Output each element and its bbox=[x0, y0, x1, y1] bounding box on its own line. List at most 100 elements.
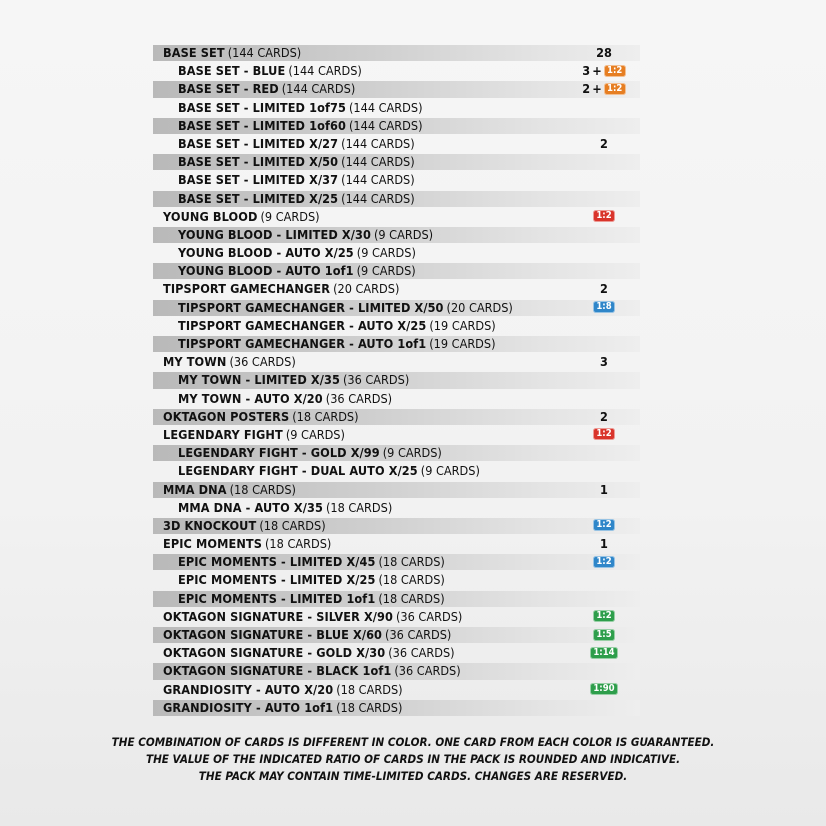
card-count: (18 CARDS) bbox=[265, 536, 332, 552]
row-value: 3 bbox=[574, 353, 634, 371]
row-label: BASE SET - RED(144 CARDS) bbox=[178, 80, 355, 98]
row-label: OKTAGON SIGNATURE - GOLD X/30(36 CARDS) bbox=[163, 644, 455, 662]
card-count: (36 CARDS) bbox=[385, 627, 452, 642]
set-name: LEGENDARY FIGHT bbox=[163, 426, 283, 442]
row-label: EPIC MOMENTS - LIMITED 1of1(18 CARDS) bbox=[178, 590, 445, 608]
set-name: BASE SET - BLUE bbox=[178, 63, 286, 79]
set-name: YOUNG BLOOD - LIMITED X/30 bbox=[178, 226, 371, 242]
card-count: (144 CARDS) bbox=[341, 135, 415, 151]
set-name: MMA DNA bbox=[163, 481, 227, 497]
table-row: OKTAGON SIGNATURE - BLUE X/60(36 CARDS)1… bbox=[153, 626, 640, 644]
ratio-badge: 1:2 bbox=[593, 210, 615, 223]
table-row: OKTAGON SIGNATURE - SILVER X/90(36 CARDS… bbox=[153, 608, 640, 626]
table-row: BASE SET - BLUE(144 CARDS) 3+1:2 bbox=[153, 62, 640, 80]
row-value: 3+1:2 bbox=[574, 62, 634, 80]
set-name: MY TOWN bbox=[163, 354, 227, 370]
set-name: GRANDIOSITY - AUTO X/20 bbox=[163, 681, 334, 697]
table-row: LEGENDARY FIGHT - DUAL AUTO X/25(9 CARDS… bbox=[153, 462, 640, 480]
footer-line-3: THE PACK MAY CONTAIN TIME-LIMITED CARDS.… bbox=[198, 769, 628, 783]
set-name: OKTAGON SIGNATURE - GOLD X/30 bbox=[163, 645, 386, 661]
card-count: (19 CARDS) bbox=[429, 317, 496, 333]
row-label: BASE SET - LIMITED X/25(144 CARDS) bbox=[178, 190, 415, 208]
row-label: YOUNG BLOOD - AUTO 1of1(9 CARDS) bbox=[178, 262, 416, 280]
ratio-badge: 1:2 bbox=[593, 428, 615, 441]
set-name: MY TOWN - AUTO X/20 bbox=[178, 390, 323, 406]
ratio-badge: 1:90 bbox=[590, 683, 618, 696]
ratio-badge: 1:2 bbox=[603, 64, 626, 77]
card-count: (9 CARDS) bbox=[260, 208, 320, 224]
set-name: BASE SET - LIMITED X/25 bbox=[178, 190, 339, 206]
set-name: BASE SET bbox=[163, 45, 225, 60]
set-name: BASE SET - LIMITED 1of75 bbox=[178, 99, 346, 115]
set-name: OKTAGON POSTERS bbox=[163, 408, 290, 424]
row-label: MMA DNA(18 CARDS) bbox=[163, 481, 296, 499]
row-label: LEGENDARY FIGHT - GOLD X/99(9 CARDS) bbox=[178, 444, 442, 462]
row-label: GRANDIOSITY - AUTO 1of1(18 CARDS) bbox=[163, 699, 402, 717]
row-label: TIPSPORT GAMECHANGER(20 CARDS) bbox=[163, 280, 399, 298]
cards-per-pack: 28 bbox=[596, 45, 612, 60]
table-row: YOUNG BLOOD - LIMITED X/30(9 CARDS) bbox=[153, 226, 640, 244]
table-row: BASE SET(144 CARDS)28 bbox=[153, 44, 640, 62]
table-row: TIPSPORT GAMECHANGER - AUTO X/25(19 CARD… bbox=[153, 317, 640, 335]
card-count: (36 CARDS) bbox=[388, 645, 455, 661]
set-name: YOUNG BLOOD bbox=[163, 208, 258, 224]
table-row: BASE SET - LIMITED X/27(144 CARDS)2 bbox=[153, 135, 640, 153]
card-count: (18 CARDS) bbox=[336, 699, 403, 715]
cards-per-pack: 2 bbox=[600, 281, 608, 297]
card-count: (19 CARDS) bbox=[429, 336, 496, 351]
table-row: BASE SET - LIMITED X/37(144 CARDS) bbox=[153, 171, 640, 189]
row-label: BASE SET - LIMITED X/37(144 CARDS) bbox=[178, 171, 415, 189]
row-label: YOUNG BLOOD - AUTO X/25(9 CARDS) bbox=[178, 244, 416, 262]
row-label: MY TOWN - AUTO X/20(36 CARDS) bbox=[178, 390, 392, 408]
cards-per-pack: 1 bbox=[600, 536, 608, 552]
card-count: (18 CARDS) bbox=[378, 554, 445, 570]
table-row: BASE SET - LIMITED 1of60(144 CARDS) bbox=[153, 117, 640, 135]
set-name: TIPSPORT GAMECHANGER bbox=[163, 281, 331, 297]
table-row: MMA DNA - AUTO X/35(18 CARDS) bbox=[153, 499, 640, 517]
card-count: (36 CARDS) bbox=[342, 372, 410, 388]
row-label: OKTAGON SIGNATURE - BLACK 1of1(36 CARDS) bbox=[163, 662, 461, 680]
card-count: (18 CARDS) bbox=[229, 481, 296, 497]
card-count: (144 CARDS) bbox=[348, 99, 423, 115]
row-value: 28 bbox=[574, 44, 634, 62]
row-label: OKTAGON POSTERS(18 CARDS) bbox=[163, 408, 359, 426]
table-row: BASE SET - LIMITED X/25(144 CARDS) bbox=[153, 190, 640, 208]
card-count: (144 CARDS) bbox=[288, 63, 362, 79]
card-count: (144 CARDS) bbox=[341, 154, 415, 170]
row-label: MMA DNA - AUTO X/35(18 CARDS) bbox=[178, 499, 392, 517]
row-label: EPIC MOMENTS(18 CARDS) bbox=[163, 535, 331, 553]
table-row: EPIC MOMENTS - LIMITED 1of1(18 CARDS) bbox=[153, 590, 640, 608]
row-label: BASE SET - LIMITED 1of60(144 CARDS) bbox=[178, 117, 423, 135]
card-count: (20 CARDS) bbox=[446, 299, 513, 315]
card-count: (9 CARDS) bbox=[356, 245, 416, 261]
table-row: LEGENDARY FIGHT(9 CARDS)1:2 bbox=[153, 426, 640, 444]
card-count: (144 CARDS) bbox=[341, 190, 415, 206]
table-row: TIPSPORT GAMECHANGER - LIMITED X/50(20 C… bbox=[153, 299, 640, 317]
footer-line-2: THE VALUE OF THE INDICATED RATIO OF CARD… bbox=[145, 752, 681, 766]
set-name: OKTAGON SIGNATURE - BLUE X/60 bbox=[163, 627, 383, 642]
plus-sign: + bbox=[592, 81, 602, 97]
row-label: BASE SET - BLUE(144 CARDS) bbox=[178, 62, 362, 80]
footer-line-1: THE COMBINATION OF CARDS IS DIFFERENT IN… bbox=[111, 735, 715, 749]
set-name: EPIC MOMENTS - LIMITED X/45 bbox=[178, 554, 376, 570]
plus-sign: + bbox=[592, 63, 602, 79]
card-count: (9 CARDS) bbox=[420, 463, 480, 479]
row-value: 1:2 bbox=[574, 208, 634, 226]
row-value: 1:2 bbox=[574, 426, 634, 444]
card-count: (144 CARDS) bbox=[341, 172, 415, 188]
set-name: TIPSPORT GAMECHANGER - AUTO X/25 bbox=[178, 317, 427, 333]
row-label: MY TOWN(36 CARDS) bbox=[163, 353, 296, 371]
card-count: (18 CARDS) bbox=[292, 408, 359, 424]
table-row: YOUNG BLOOD - AUTO 1of1(9 CARDS) bbox=[153, 262, 640, 280]
card-count: (36 CARDS) bbox=[394, 663, 461, 679]
table-row: MY TOWN(36 CARDS) 3 bbox=[153, 353, 640, 371]
row-label: 3D KNOCKOUT(18 CARDS) bbox=[163, 517, 326, 535]
row-label: TIPSPORT GAMECHANGER - AUTO 1of1(19 CARD… bbox=[178, 335, 496, 353]
ratio-badge: 1:2 bbox=[593, 519, 615, 532]
row-value: 2+1:2 bbox=[574, 80, 634, 98]
set-name: YOUNG BLOOD - AUTO X/25 bbox=[178, 245, 354, 261]
set-name: GRANDIOSITY - AUTO 1of1 bbox=[163, 699, 334, 715]
table-row: TIPSPORT GAMECHANGER - AUTO 1of1(19 CARD… bbox=[153, 335, 640, 353]
row-label: EPIC MOMENTS - LIMITED X/45(18 CARDS) bbox=[178, 553, 445, 571]
